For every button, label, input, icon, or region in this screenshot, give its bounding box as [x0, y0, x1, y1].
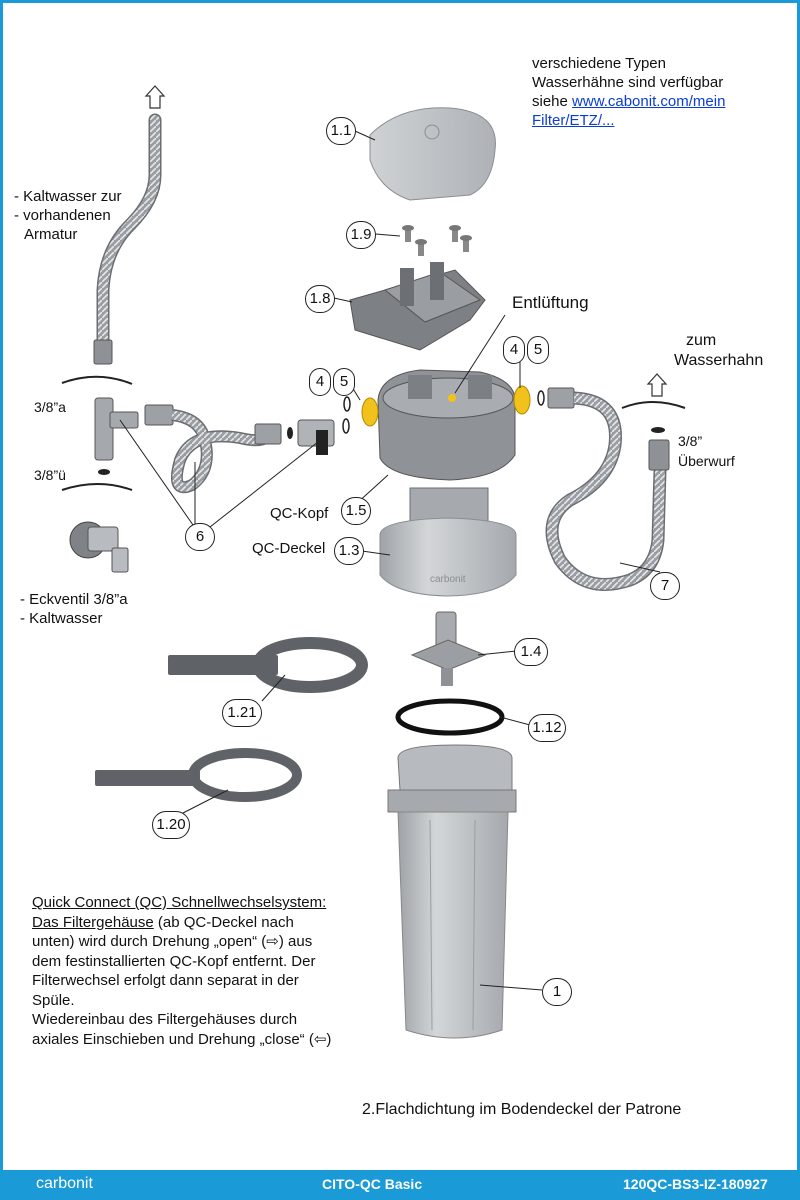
types-line-2: Wasserhähne sind verfügbar — [532, 74, 724, 91]
callout-1-20: 1.20 — [152, 811, 190, 839]
connection-hose-6 — [144, 404, 293, 494]
up-arrow-icon — [646, 373, 668, 397]
note-line-8: axiales Einschieben und Drehung „close“ … — [32, 1030, 332, 1048]
footer-bar: carbonit CITO-QC Basic 120QC-BS3-IZ-1809… — [0, 1170, 800, 1200]
note-line-6: Spüle. — [32, 991, 75, 1009]
zum-label: zum — [686, 332, 717, 349]
size-u-label: 3/8”ü — [34, 467, 66, 483]
eckventil-label: - Eckventil 3/8”a — [20, 591, 128, 608]
cold-water-hose — [93, 113, 162, 365]
note-line-2-underlined: Das Filtergehäuse — [32, 913, 154, 931]
cold-line-1: - Kaltwasser zur — [14, 188, 122, 205]
footer-product: CITO-QC Basic — [322, 1176, 423, 1192]
adapter-part — [410, 611, 487, 686]
note-line-5: Filterwechsel erfolgt dann separat in de… — [32, 972, 299, 989]
callout-1-12: 1.12 — [528, 714, 566, 742]
qc-lid-part: carbonit — [379, 487, 517, 597]
ueberwurf-label: Überwurf — [678, 453, 735, 469]
ball-valve — [297, 418, 350, 455]
types-line-1: verschiedene Typen — [532, 55, 666, 72]
callout-7: 7 — [650, 572, 680, 600]
callout-1-5: 1.5 — [341, 497, 371, 525]
footer-code: 120QC-BS3-IZ-180927 — [623, 1176, 768, 1192]
types-link-2[interactable]: Filter/ETZ/... — [532, 112, 615, 129]
callout-5-right: 5 — [527, 336, 549, 364]
callout-1-8: 1.8 — [305, 285, 335, 313]
size-a-label: 3/8”a — [34, 399, 66, 415]
wrench-1-21 — [168, 637, 368, 693]
callout-1-9: 1.9 — [346, 221, 376, 249]
housing-logo-text: carbonit — [430, 574, 466, 585]
callout-6: 6 — [185, 523, 215, 551]
size-38-label: 3/8” — [678, 433, 703, 449]
note-line-2-rest: (ab QC-Deckel nach — [153, 913, 294, 931]
note-line-1: Quick Connect (QC) Schnellwechselsystem: — [32, 894, 327, 911]
callout-1-1: 1.1 — [326, 117, 356, 145]
filter-housing — [387, 744, 517, 1039]
qc-deckel-label: QC-Deckel — [252, 540, 326, 557]
note-line-7: Wiedereinbau des Filtergehäuses durch — [32, 1011, 298, 1028]
note-line-4: dem festinstallierten QC-Kopf entfernt. … — [32, 952, 316, 970]
cold-line-2: - vorhandenen — [14, 207, 111, 224]
break-line — [61, 375, 133, 385]
wasserhahn-label: Wasserhahn — [674, 352, 764, 369]
bracket-part — [349, 262, 486, 351]
screws-part — [402, 225, 472, 256]
types-prefix: siehe — [532, 93, 573, 110]
callout-1: 1 — [542, 978, 572, 1006]
qc-head-part — [361, 369, 531, 481]
callout-4-right: 4 — [503, 336, 525, 364]
note-line-2: Das Filtergehäuse (ab QC-Deckel nach — [32, 913, 392, 933]
callout-5-left: 5 — [333, 368, 355, 396]
wrench-1-20 — [95, 748, 302, 802]
callout-1-3: 1.3 — [334, 537, 364, 565]
entlueftung-label: Entlüftung — [512, 293, 589, 312]
up-arrow-icon — [144, 85, 166, 109]
qc-kopf-label: QC-Kopf — [270, 505, 329, 522]
o-ring — [537, 390, 545, 406]
qc-note: Quick Connect (QC) Schnellwechselsystem:… — [32, 893, 392, 1049]
bottom-note: 2.Flachdichtung im Bodendeckel der Patro… — [362, 1101, 682, 1118]
note-line-3: unten) wird durch Drehung „open“ (⇨) aus — [32, 933, 313, 950]
o-ring — [343, 396, 351, 412]
cover-part — [369, 107, 496, 201]
callout-1-21: 1.21 — [222, 699, 262, 727]
cold-line-3: Armatur — [24, 226, 78, 243]
callout-4-left: 4 — [309, 368, 331, 396]
leader-lines — [119, 130, 661, 991]
t-fitting — [94, 397, 139, 475]
callout-1-4: 1.4 — [514, 638, 548, 666]
connection-hose-7 — [545, 387, 670, 591]
break-line — [621, 401, 686, 409]
angle-valve — [69, 521, 129, 573]
types-link-1[interactable]: www.cabonit.com/mein — [572, 93, 726, 110]
kaltwasser-label: - Kaltwasser — [20, 610, 103, 627]
types-line-3: siehe www.cabonit.com/mein — [532, 93, 725, 111]
break-line — [61, 483, 133, 491]
footer-brand: carbonit — [36, 1175, 93, 1192]
o-ring-1-12 — [395, 698, 505, 736]
